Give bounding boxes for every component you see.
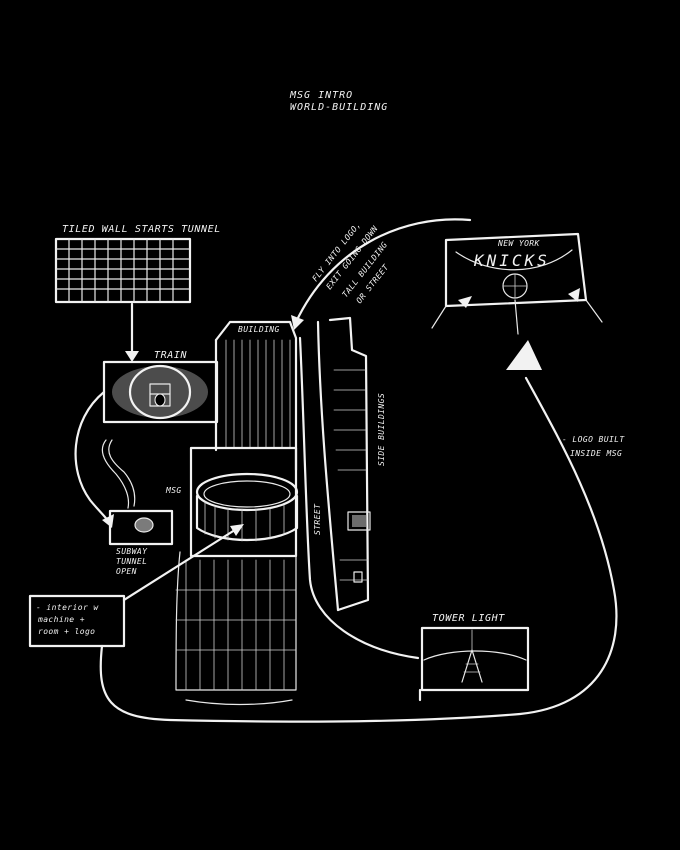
tower-light-frame	[420, 626, 530, 692]
tower-light-panel: TOWER LIGHT	[420, 613, 530, 692]
train-label: TRAIN	[154, 350, 187, 361]
interior-line-1: - interior w	[36, 603, 99, 612]
interior-line-3: room + logo	[38, 627, 95, 636]
tile-grid	[55, 238, 191, 303]
msg-arena	[175, 446, 299, 706]
tiled-wall-panel: TILED WALL STARTS TUNNEL	[54, 224, 221, 362]
tower-light-label: TOWER LIGHT	[432, 613, 505, 624]
arena-wall	[195, 494, 299, 542]
sketch-title: MSG INTRO WORLD-BUILDING	[289, 90, 388, 113]
tiled-wall-frame	[54, 237, 192, 304]
subway-label-1: SUBWAY	[116, 547, 148, 556]
fly-into-logo-note: FLY INTO LOGO, EXIT GOING DOWN TALL BUIL…	[291, 218, 472, 330]
subway-label-2: TUNNEL	[116, 557, 147, 566]
arrow-interior-to-msg	[122, 526, 240, 602]
title-line-2: WORLD-BUILDING	[290, 102, 388, 113]
side-building-block	[328, 316, 370, 612]
logo-banner	[455, 249, 573, 271]
building-stripes	[225, 339, 291, 449]
tower-icon	[461, 649, 483, 683]
subway-frame	[108, 509, 174, 546]
train-panel: TRAIN	[102, 350, 219, 424]
building-label: BUILDING	[238, 325, 280, 334]
tall-building: BUILDING	[214, 320, 298, 472]
logo-built-1: - LOGO BUILT	[562, 435, 625, 444]
building-outline	[214, 320, 298, 472]
interior-frame	[28, 594, 126, 648]
path-loop-to-logo	[99, 376, 618, 723]
title-line-1: MSG INTRO	[289, 90, 353, 101]
interior-note: - interior w machine + room + logo	[28, 524, 244, 648]
knicks-wordmark: KNICKS	[473, 251, 550, 270]
arrow-head-icon	[125, 351, 139, 362]
arrow-logo-to-building	[294, 218, 472, 324]
tunnel-mouth-icon	[128, 364, 192, 420]
street-and-side-buildings: STREET SIDE BUILDINGS	[298, 316, 420, 660]
subway-tunnel-panel: SUBWAY TUNNEL OPEN	[108, 509, 174, 576]
side-buildings-label: SIDE BUILDINGS	[377, 393, 386, 466]
path-train-to-subway	[74, 390, 111, 524]
tunnel-squiggle	[101, 439, 130, 509]
arena-roof	[195, 472, 299, 512]
street-label: STREET	[313, 503, 322, 535]
tiled-wall-label: TILED WALL STARTS TUNNEL	[62, 224, 221, 235]
knicks-logo-panel: NEW YORK KNICKS	[431, 232, 603, 370]
tunnel-glow	[112, 366, 208, 418]
interior-line-2: machine +	[37, 615, 85, 624]
logo-built-2: INSIDE MSG	[570, 449, 622, 458]
knicks-top-text: NEW YORK	[497, 239, 541, 248]
subway-label-3: OPEN	[116, 567, 137, 576]
street-edge-right	[316, 320, 340, 612]
street-edge-left	[298, 336, 420, 660]
msg-label: MSG	[165, 486, 182, 495]
logo-light-icon	[506, 340, 542, 370]
